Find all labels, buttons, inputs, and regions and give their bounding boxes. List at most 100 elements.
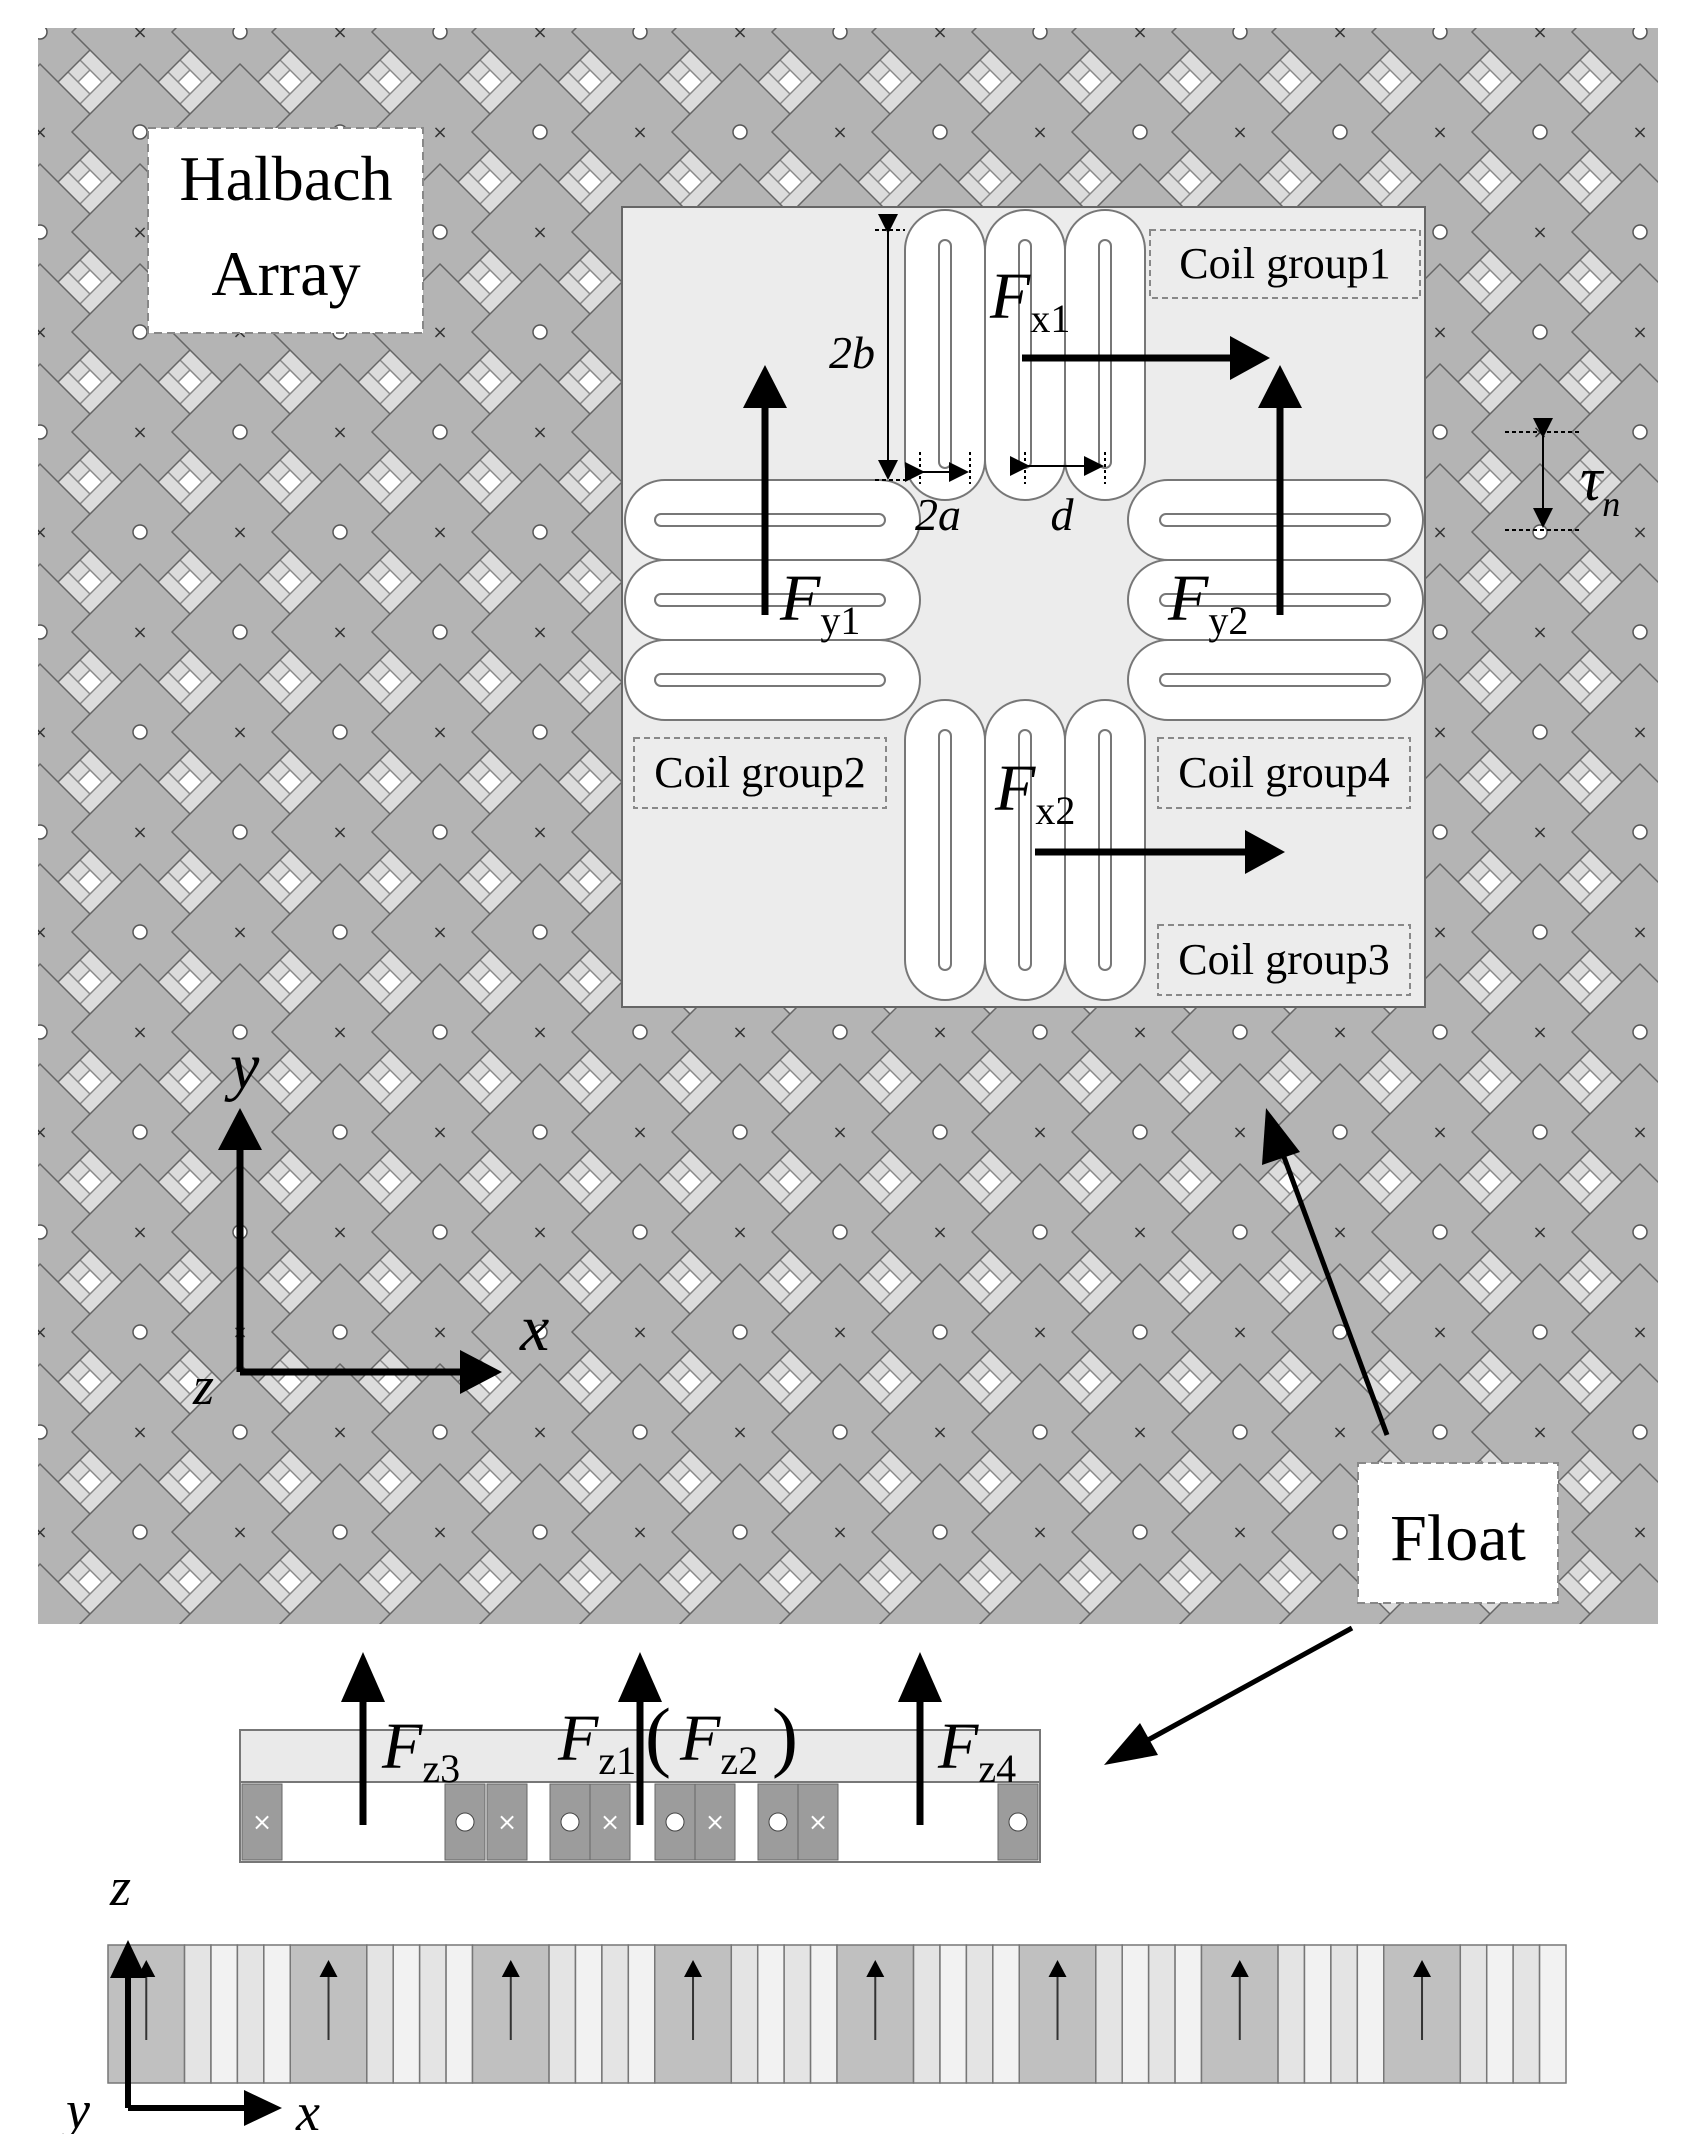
magnet-up-symbol	[1032, 1424, 1048, 1440]
magnet-up-symbol	[532, 1124, 548, 1140]
magnet-down-symbol: ×	[1432, 1322, 1447, 1343]
halbach-magnet-main	[978, 1562, 1102, 1624]
magnet-down-symbol: ×	[532, 1022, 547, 1043]
magnet-up-symbol	[633, 1625, 647, 1639]
halbach-magnet-side	[1252, 0, 1428, 20]
magnet-up-symbol	[432, 28, 448, 40]
magnet-down-symbol: ×	[1232, 1722, 1247, 1743]
halbach-magnet-side	[0, 1244, 28, 1420]
dimension-d-label: d	[1051, 489, 1075, 540]
magnet-up-symbol	[1333, 1725, 1347, 1739]
magnetization-arrow-head	[501, 1960, 520, 1977]
bottom-magnet-side	[548, 1944, 577, 2084]
halbach-magnet-side	[0, 244, 28, 420]
magnet-down-symbol: ×	[832, 122, 847, 143]
magnet-up-symbol	[1033, 1625, 1047, 1639]
magnet-up-symbol	[132, 724, 148, 740]
halbach-magnet-side	[1052, 0, 1228, 20]
magnet-down-symbol: ×	[1432, 722, 1447, 743]
magnet-up-symbol	[932, 124, 948, 140]
magnet-down-symbol: ×	[1632, 1322, 1647, 1343]
magnet-down-symbol: ×	[132, 1422, 147, 1443]
magnet-up-symbol	[1632, 1224, 1648, 1240]
current-in-symbol: ×	[497, 1808, 517, 1836]
bottom-magnet-side	[730, 1944, 759, 2084]
magnet-up-symbol	[932, 1524, 948, 1540]
magnet-down-symbol: ×	[232, 522, 247, 543]
magnet-up-symbol	[1332, 124, 1348, 140]
force-label-fz1: Fz1	[557, 1702, 636, 1783]
magnet-down-symbol: ×	[132, 822, 147, 843]
bottom-magnet-side	[1121, 1944, 1150, 2084]
magnet-up-symbol	[232, 1024, 248, 1040]
halbach-magnet-main	[178, 1562, 302, 1624]
halbach-magnet-main	[1672, 1364, 1686, 1500]
magnet-up-symbol	[332, 724, 348, 740]
magnet-up-symbol	[432, 224, 448, 240]
halbach-magnet-main	[1672, 1264, 1686, 1400]
magnet-up-symbol	[1132, 124, 1148, 140]
magnet-up-symbol	[832, 1424, 848, 1440]
magnet-down-symbol: ×	[1532, 1222, 1547, 1243]
magnet-down-symbol: ×	[532, 622, 547, 643]
halbach-magnet-side	[1452, 0, 1628, 20]
magnet-up-symbol	[532, 524, 548, 540]
magnet-down-symbol: ×	[532, 22, 547, 43]
magnet-up-symbol	[732, 1324, 748, 1340]
magnet-up-symbol	[1232, 1224, 1248, 1240]
magnet-down-symbol: ×	[32, 1522, 47, 1543]
svg-text:Coil group3: Coil group3	[1178, 935, 1389, 984]
magnet-up-symbol	[38, 1224, 48, 1240]
magnet-up-symbol	[232, 624, 248, 640]
halbach-label-line1: Halbach	[179, 143, 392, 214]
coil-group4-label: Coil group4	[1157, 737, 1411, 809]
side-view-coil-blocks: ×××××	[241, 1783, 1039, 1861]
coil-group2	[624, 479, 921, 721]
magnet-down-symbol: ×	[1632, 122, 1647, 143]
force-arrow-fz1	[618, 1652, 662, 1825]
halbach-magnet-side	[0, 944, 28, 1120]
magnetization-arrow-head	[1230, 1960, 1249, 1977]
magnet-down-symbol: ×	[32, 122, 47, 143]
magnet-down-symbol: ×	[132, 22, 147, 43]
halbach-magnet-main	[0, 664, 8, 800]
magnet-down-symbol: ×	[432, 722, 447, 743]
halbach-magnet-side	[152, 0, 328, 20]
magnet-up-symbol	[1433, 1625, 1447, 1639]
magnet-up-symbol	[833, 1625, 847, 1639]
halbach-magnet-main	[1372, 1664, 1508, 1800]
magnet-down-symbol: ×	[1432, 1122, 1447, 1143]
halbach-magnet-main	[1078, 1562, 1202, 1624]
halbach-magnet-main	[0, 1264, 8, 1400]
halbach-magnet-side	[0, 1544, 28, 1720]
halbach-magnet-main	[278, 1562, 402, 1624]
magnet-down-symbol: ×	[1632, 522, 1647, 543]
magnet-up-symbol	[1032, 28, 1048, 40]
bottom-magnet-side	[627, 1944, 656, 2084]
magnet-down-symbol: ×	[1532, 622, 1547, 643]
magnet-up-symbol	[432, 624, 448, 640]
halbach-magnet-main	[0, 964, 8, 1100]
halbach-magnet-main	[0, 564, 8, 700]
force-label-fy2: Fy2	[1167, 562, 1248, 643]
bottom-magnet-side	[392, 1944, 421, 2084]
axis-bottom-z-label: z	[109, 1857, 131, 1917]
magnet-up-symbol	[632, 1224, 648, 1240]
halbach-magnet-side	[0, 0, 128, 20]
halbach-magnet-main	[478, 1562, 602, 1624]
dimension-2a-label: 2a	[915, 489, 961, 540]
side-view-halbach-array	[107, 1944, 1567, 2084]
magnet-down-symbol: ×	[1532, 1422, 1547, 1443]
magnet-up-symbol	[432, 1424, 448, 1440]
magnet-up-symbol	[432, 824, 448, 840]
halbach-magnet-main	[1672, 464, 1686, 600]
bottom-magnet-side	[756, 1944, 785, 2084]
halbach-magnet-main	[0, 1164, 8, 1300]
magnet-down-symbol: ×	[1132, 1022, 1147, 1043]
magnet-up-symbol	[1232, 28, 1248, 40]
axes-bottom: z y x	[61, 1857, 320, 2134]
magnet-up-symbol	[332, 1124, 348, 1140]
magnet-up-symbol	[38, 424, 48, 440]
magnet-up-symbol	[732, 124, 748, 140]
